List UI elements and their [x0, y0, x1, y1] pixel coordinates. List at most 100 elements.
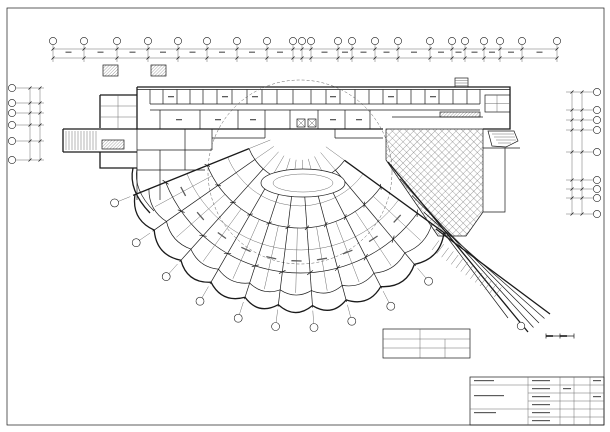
dimension-tick — [428, 56, 432, 60]
axis-bubble — [8, 99, 16, 107]
dimension-tick — [28, 101, 32, 105]
dimension-tick — [146, 47, 150, 51]
axis-bubble — [448, 37, 456, 45]
scale-bar — [545, 333, 575, 339]
axis-bubble — [203, 37, 211, 45]
axis-bubble — [263, 37, 271, 45]
dimension-tick — [570, 178, 574, 182]
dimension-tick — [570, 128, 574, 132]
dimension-tick — [396, 47, 400, 51]
dimension-tick — [580, 196, 584, 200]
dimension-tick — [363, 201, 365, 208]
dimension-tick — [336, 56, 340, 60]
dimension-tick — [235, 56, 239, 60]
east-end-walls — [483, 147, 520, 213]
roof-stair-treads — [455, 80, 468, 86]
dimension-tick — [291, 47, 295, 51]
axis-leader-line — [139, 232, 151, 241]
dimension-tick — [309, 47, 313, 51]
oval-spoke-line — [263, 151, 279, 170]
dimension-tick — [115, 56, 119, 60]
dimension-tick — [38, 123, 42, 127]
dimension-tick — [334, 265, 341, 272]
room-label-mark — [250, 119, 256, 121]
dimension-tick — [199, 234, 207, 237]
room-label-mark — [388, 96, 394, 98]
stair-tread — [451, 254, 459, 265]
dimension-tick — [38, 86, 42, 90]
dimension-text-mark — [160, 51, 166, 53]
east-end-room-divider — [485, 95, 510, 112]
central-oval-outer — [260, 168, 346, 198]
elevator-shaft — [307, 118, 317, 128]
axis-bubble — [593, 148, 601, 156]
dimension-tick — [498, 47, 502, 51]
axis-bubble — [347, 316, 357, 326]
dimension-tick — [251, 264, 259, 268]
fan-radial-line — [344, 159, 446, 235]
axis-bubble — [80, 37, 88, 45]
dimension-tick — [38, 101, 42, 105]
stair-tread — [484, 280, 492, 290]
dimension-text-mark — [360, 51, 367, 53]
notes-table-frame — [382, 328, 471, 359]
title-entry-mark — [532, 388, 550, 390]
axis-bubble — [461, 37, 469, 45]
stair-tread — [460, 262, 468, 272]
elevator-shaft — [296, 118, 306, 128]
dimension-tick — [580, 90, 584, 94]
title-entry-mark — [532, 404, 550, 406]
oval-spoke-line — [320, 152, 336, 171]
dimension-tick — [266, 221, 272, 225]
title-entry-mark — [532, 396, 550, 398]
dimension-tick — [285, 225, 291, 230]
southwest-block — [131, 129, 383, 214]
axis-bubble — [593, 116, 601, 124]
oval-spoke-line — [248, 139, 271, 149]
dimension-tick — [463, 47, 467, 51]
stair-tread — [431, 240, 440, 251]
axis-bubble — [426, 37, 434, 45]
axis-bubble — [161, 272, 171, 281]
axis-bubble — [271, 322, 280, 331]
axis-leader-line — [168, 263, 178, 274]
axis-leader-line — [382, 290, 390, 303]
dimension-tick — [176, 56, 180, 60]
axis-bubble — [424, 276, 433, 286]
dimension-tick — [580, 178, 584, 182]
north-wing — [136, 77, 511, 130]
dimension-text-mark — [219, 51, 225, 53]
stair-tread — [494, 287, 502, 297]
dimension-tick — [463, 56, 467, 60]
axis-bubble — [8, 137, 16, 145]
fan-radial-line — [324, 176, 383, 289]
notes-table — [382, 328, 471, 359]
fan-radial-line — [303, 182, 313, 308]
room-label-mark — [342, 249, 353, 255]
axis-bubble — [371, 37, 379, 45]
axis-bubble — [298, 37, 306, 45]
room-label-mark — [356, 119, 362, 121]
east-end-stair-treads — [492, 133, 516, 144]
west-wing-walls — [62, 94, 137, 169]
roof-stair-box — [454, 77, 469, 88]
dimension-tick — [482, 47, 486, 51]
room-label-mark — [430, 96, 436, 98]
stair-tread — [489, 283, 497, 294]
dimension-tick — [396, 56, 400, 60]
dimension-tick — [235, 47, 239, 51]
axis-bubble — [8, 121, 16, 129]
room-label-mark — [393, 214, 402, 223]
dimension-tick — [146, 56, 150, 60]
stair-tread — [455, 258, 464, 269]
axis-bubble — [289, 37, 297, 45]
axis-leader-line — [347, 304, 351, 318]
fan-radial-line — [313, 181, 347, 302]
dimension-tick — [373, 56, 377, 60]
dimension-tick — [350, 47, 354, 51]
dimension-tick — [570, 150, 574, 154]
room-label-mark — [316, 257, 328, 261]
stair-tread — [436, 244, 444, 254]
dimension-text-mark — [277, 51, 283, 53]
dimension-tick — [580, 150, 584, 154]
